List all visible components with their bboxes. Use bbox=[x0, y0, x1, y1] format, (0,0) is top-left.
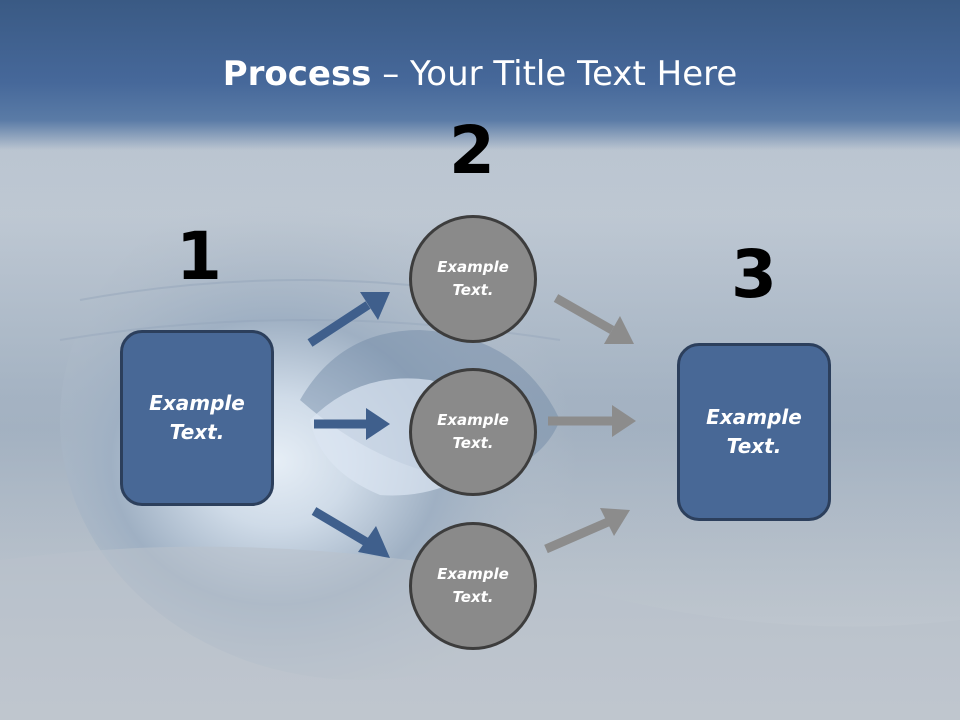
step2-circle-bottom: Example Text. bbox=[409, 522, 537, 650]
step2-circle-top: Example Text. bbox=[409, 215, 537, 343]
title-rest: – Your Title Text Here bbox=[371, 54, 738, 94]
arrow-step1-to-middle bbox=[314, 408, 390, 440]
arrow-step1-to-top bbox=[307, 292, 390, 347]
step2-circle-middle-text: Example Text. bbox=[437, 411, 509, 452]
arrow-bottom-to-step3 bbox=[544, 508, 630, 554]
step3-box: Example Text. bbox=[677, 343, 831, 521]
slide-title: Process – Your Title Text Here bbox=[0, 52, 960, 96]
step-number-3: 3 bbox=[731, 236, 777, 313]
step2-circle-top-text: Example Text. bbox=[437, 258, 509, 299]
step-number-1: 1 bbox=[176, 218, 222, 295]
title-bold: Process bbox=[222, 54, 372, 94]
step2-circle-bottom-text: Example Text. bbox=[437, 565, 509, 606]
step-number-2: 2 bbox=[449, 112, 495, 189]
step1-box: Example Text. bbox=[120, 330, 274, 506]
step3-text: Example Text. bbox=[706, 405, 802, 458]
arrow-middle-to-step3 bbox=[548, 405, 636, 437]
arrow-step1-to-bottom bbox=[311, 507, 390, 558]
step2-circle-middle: Example Text. bbox=[409, 368, 537, 496]
step1-text: Example Text. bbox=[149, 391, 245, 444]
title-band bbox=[0, 0, 960, 150]
arrow-top-to-step3 bbox=[553, 294, 634, 344]
